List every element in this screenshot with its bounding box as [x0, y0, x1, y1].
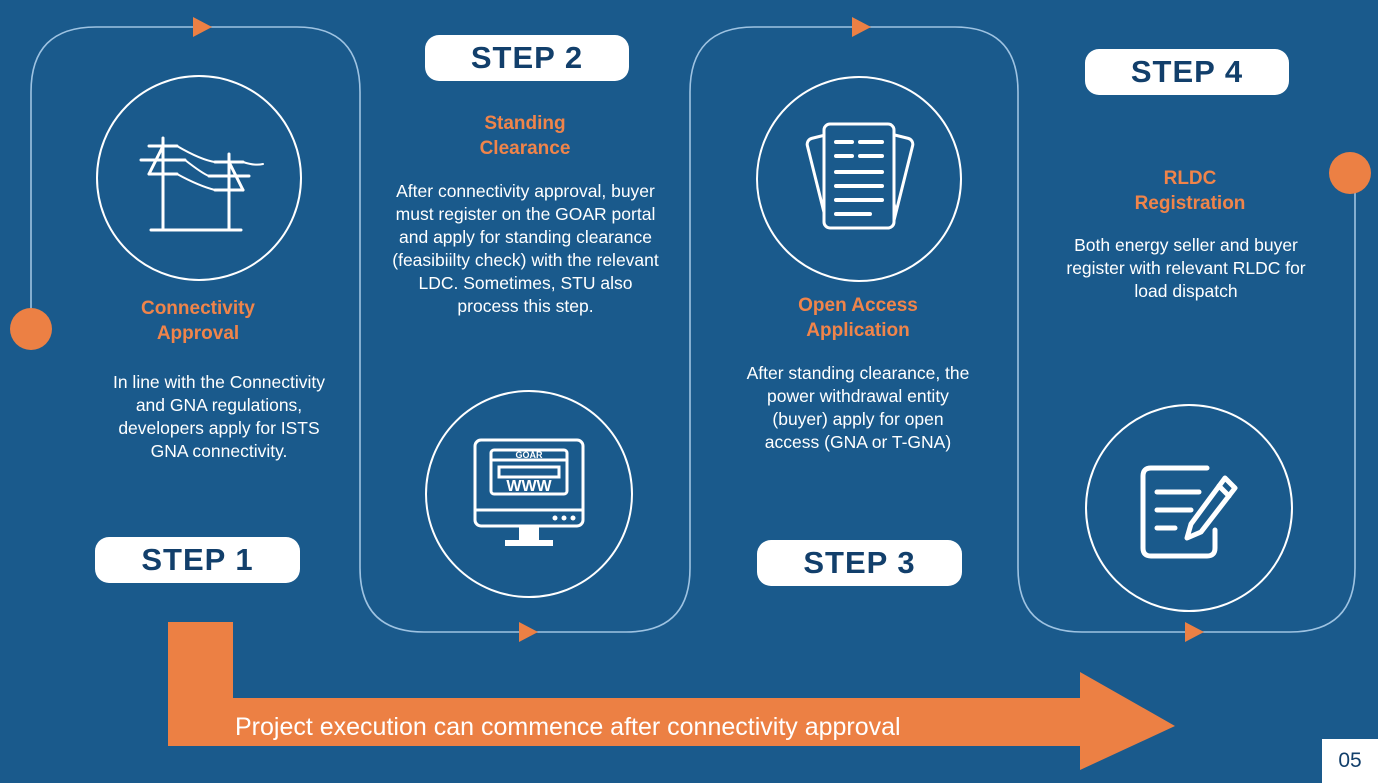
step3-label: STEP 3	[757, 540, 962, 586]
transmission-tower-icon	[139, 136, 264, 232]
page-number: 05	[1322, 739, 1378, 783]
goar-portal-monitor-icon: GOAR WWW	[473, 438, 585, 546]
step4-label: STEP 4	[1085, 49, 1289, 95]
path-arrowhead-4	[1185, 622, 1204, 642]
step4-description: Both energy seller and buyer register wi…	[1066, 235, 1306, 301]
step3-title: Open Access Application	[798, 295, 918, 341]
edit-form-icon	[1140, 465, 1238, 559]
step3-icon-circle	[756, 76, 962, 282]
step1-icon-circle	[96, 75, 302, 281]
path-arrowhead-3	[852, 17, 871, 37]
step4-icon-circle	[1085, 404, 1293, 612]
documents-icon	[805, 122, 915, 230]
goar-icon-text: GOAR	[516, 450, 544, 460]
step4-title: RLDC Registration	[1134, 168, 1246, 214]
start-dot	[10, 308, 52, 350]
step2-icon-circle: GOAR WWW	[425, 390, 633, 598]
step3-description: After standing clearance, the power with…	[746, 363, 970, 452]
step2-label: STEP 2	[425, 35, 629, 81]
step2-title: Standing Clearance	[479, 113, 571, 159]
step1-outline	[30, 26, 361, 330]
step1-description: In line with the Connectivity and GNA re…	[112, 372, 326, 461]
path-arrowhead-2	[519, 622, 538, 642]
www-icon-text: WWW	[506, 478, 552, 495]
step1-label: STEP 1	[95, 537, 300, 583]
execution-arrow-text: Project execution can commence after con…	[235, 713, 901, 741]
path-arrowhead-1	[193, 17, 212, 37]
step1-title: Connectivity Approval	[140, 298, 256, 344]
execution-arrow-shape	[168, 622, 1175, 770]
step2-description: After connectivity approval, buyer must …	[392, 181, 659, 316]
end-dot	[1329, 152, 1371, 194]
